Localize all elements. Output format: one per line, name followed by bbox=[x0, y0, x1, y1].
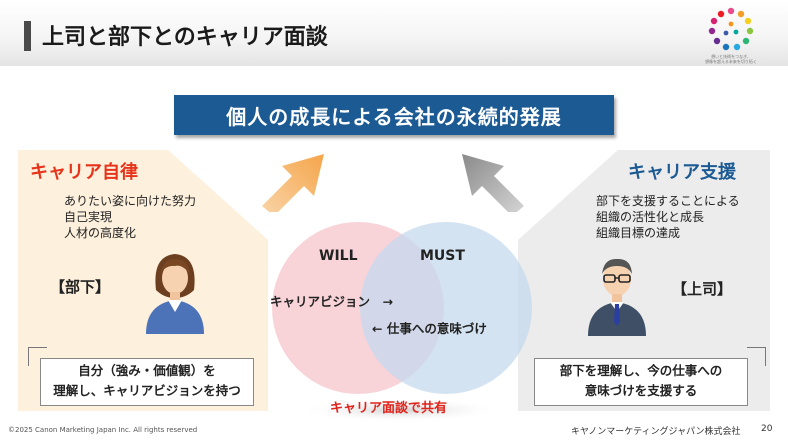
subordinate-label: 【部下】 bbox=[50, 278, 111, 296]
title-bar bbox=[0, 0, 788, 66]
logo-tagline: 想いと技術をつなぎ、 想像を超える未来を切り拓く bbox=[705, 54, 757, 64]
must-label: MUST bbox=[420, 248, 465, 264]
venn-caption: キャリア面談で共有 bbox=[330, 401, 448, 416]
manager-label: 【上司】 bbox=[672, 280, 733, 298]
work-meaning-text: ← 仕事への意味づけ bbox=[372, 321, 487, 336]
up-right-arrow-icon bbox=[262, 154, 324, 212]
page-number: 20 bbox=[761, 424, 773, 434]
company-logo-icon bbox=[708, 7, 754, 51]
footer-company: キヤノンマーケティングジャパン株式会社 bbox=[571, 427, 741, 437]
page-title: 上司と部下とのキャリア面談 bbox=[42, 25, 328, 50]
footer-copyright: ©2025 Canon Marketing Japan Inc. All rig… bbox=[8, 426, 198, 434]
right-panel-line: 組織の活性化と成長 bbox=[596, 210, 705, 224]
must-circle bbox=[360, 222, 532, 394]
career-vision-text: キャリアビジョン → bbox=[270, 294, 393, 309]
male-manager-avatar-icon bbox=[588, 258, 646, 336]
left-note-corner bbox=[28, 347, 47, 366]
right-note-corner bbox=[747, 347, 766, 366]
right-panel-line: 組織目標の達成 bbox=[596, 226, 681, 240]
left-panel-note: 自分（強み・価値観）を 理解し、キャリアビジョンを持つ bbox=[40, 358, 254, 406]
right-panel-note: 部下を理解し、今の仕事への 意味づけを支援する bbox=[534, 358, 748, 406]
right-panel-line: 部下を支援することによる bbox=[596, 194, 740, 208]
left-panel-line: 自己実現 bbox=[64, 210, 113, 224]
up-left-arrow-icon bbox=[462, 154, 524, 212]
will-label: WILL bbox=[319, 248, 358, 264]
right-panel-title: キャリア支援 bbox=[628, 162, 736, 183]
right-panel-corner-cut bbox=[518, 150, 618, 240]
left-panel-line: ありたい姿に向けた努力 bbox=[64, 194, 197, 208]
goal-banner: 個人の成長による会社の永続的発展 bbox=[174, 95, 614, 135]
title-accent-bar bbox=[24, 21, 31, 51]
left-panel-corner-cut bbox=[168, 150, 268, 240]
female-employee-avatar-icon bbox=[146, 254, 204, 334]
will-must-venn-diagram bbox=[272, 222, 532, 422]
left-panel-line: 人材の高度化 bbox=[64, 226, 137, 240]
left-panel-title: キャリア自律 bbox=[30, 162, 138, 183]
